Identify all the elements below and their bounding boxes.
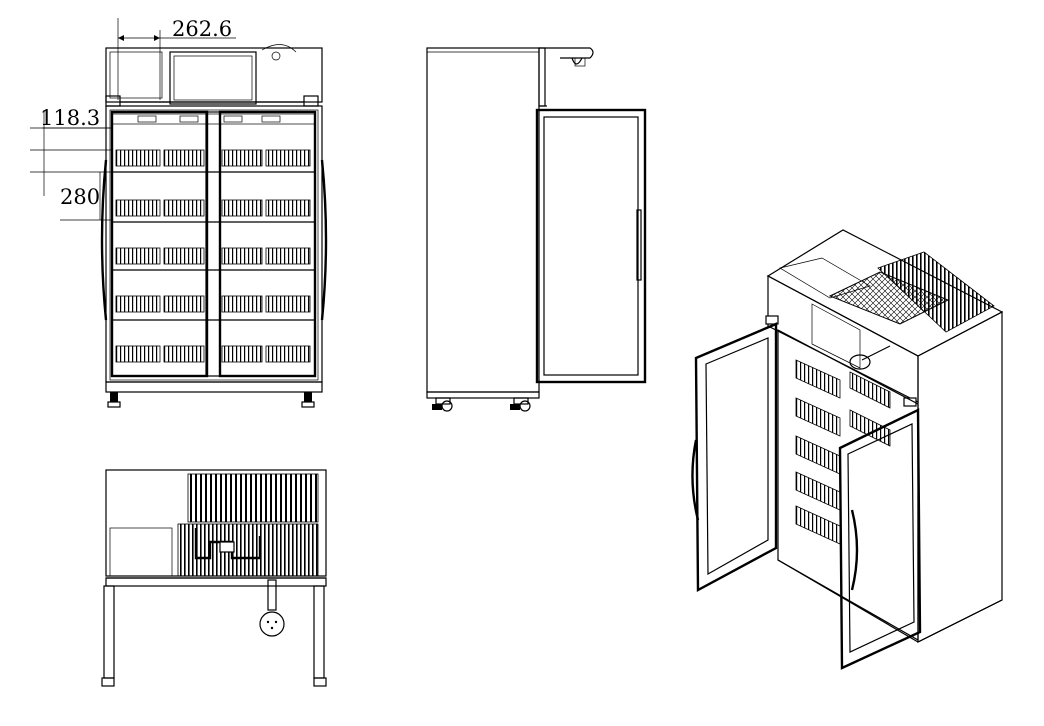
iso-baskets [795, 359, 891, 545]
side-view [426, 47, 647, 412]
front-view: 262.6 118.3 280 [30, 17, 328, 408]
caster-front [432, 397, 453, 412]
dim-width-top: 262.6 [172, 17, 232, 41]
dimension-lines [30, 18, 236, 221]
rear-view [101, 469, 327, 687]
dim-shelf-gap: 118.3 [40, 106, 100, 130]
basket-rows [112, 149, 315, 363]
light-clips [137, 115, 281, 123]
caster-rear [510, 397, 531, 412]
dim-shelf-pitch: 280 [60, 185, 100, 209]
iso-view [691, 229, 1004, 670]
